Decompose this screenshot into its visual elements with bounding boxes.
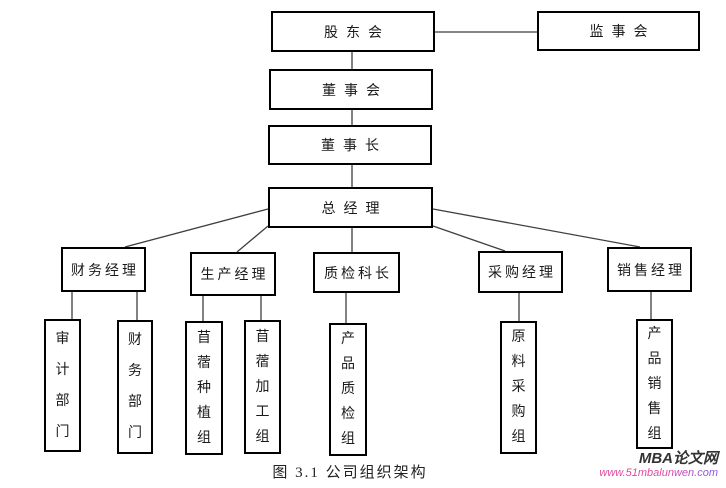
purchasing-manager-label: 采购经理 — [488, 266, 556, 281]
node-purchasing-manager: 采购经理 — [478, 251, 563, 293]
node-sales-manager: 销售经理 — [607, 247, 692, 292]
chairman-label: 董事长 — [321, 139, 387, 154]
node-board-of-directors: 董事会 — [269, 69, 433, 110]
node-alfalfa-processing-group: 苜蓿加工组 — [244, 320, 281, 454]
connector-gm-production-manager — [236, 225, 269, 253]
watermark-brand: MBA论文网 — [638, 450, 718, 467]
alfalfa-processing-group-label: 苜蓿加工组 — [255, 329, 270, 445]
node-shareholders-meeting: 股东会 — [271, 11, 435, 52]
node-finance-department: 财务部门 — [117, 320, 153, 454]
shareholders-meeting-label: 股东会 — [324, 25, 390, 41]
node-product-sales-group: 产品销售组 — [636, 319, 673, 449]
finance-manager-label: 财务经理 — [71, 263, 139, 279]
figure-caption: 图 3.1 公司组织架构 — [272, 465, 428, 481]
node-chairman: 董事长 — [268, 125, 432, 165]
node-quality-inspection-chief: 质检科长 — [313, 252, 400, 293]
node-finance-manager: 财务经理 — [61, 247, 146, 292]
connector-gm-sales-manager — [432, 208, 641, 248]
node-production-manager: 生产经理 — [190, 252, 276, 296]
node-general-manager: 总经理 — [268, 187, 433, 228]
product-quality-inspection-group-label: 产品质检组 — [341, 332, 355, 447]
supervisory-board-label: 监事会 — [589, 25, 656, 40]
watermark: MBA论文网 www.51mbalunwen.com — [599, 451, 718, 480]
raw-material-purchasing-group-label: 原料采购组 — [511, 330, 526, 445]
finance-department-label: 财务部门 — [128, 333, 142, 441]
quality-inspection-chief-label: 质检科长 — [324, 266, 392, 282]
node-alfalfa-planting-group: 苜蓿种植组 — [185, 321, 223, 455]
node-audit-department: 审计部门 — [44, 319, 81, 452]
node-product-quality-inspection-group: 产品质检组 — [329, 323, 367, 456]
watermark-url: www.51mbalunwen.com — [599, 467, 718, 479]
node-raw-material-purchasing-group: 原料采购组 — [500, 321, 537, 454]
connector-gm-purchasing-manager — [432, 225, 506, 252]
audit-department-label: 审计部门 — [55, 331, 70, 440]
connector-gm-finance-manager — [124, 208, 269, 248]
board-of-directors-label: 董事会 — [322, 83, 388, 99]
product-sales-group-label: 产品销售组 — [647, 326, 662, 442]
production-manager-label: 生产经理 — [200, 268, 269, 283]
alfalfa-planting-group-label: 苜蓿种植组 — [197, 330, 211, 446]
node-supervisory-board: 监事会 — [537, 11, 700, 51]
general-manager-label: 总经理 — [321, 201, 388, 217]
sales-manager-label: 销售经理 — [617, 263, 685, 279]
